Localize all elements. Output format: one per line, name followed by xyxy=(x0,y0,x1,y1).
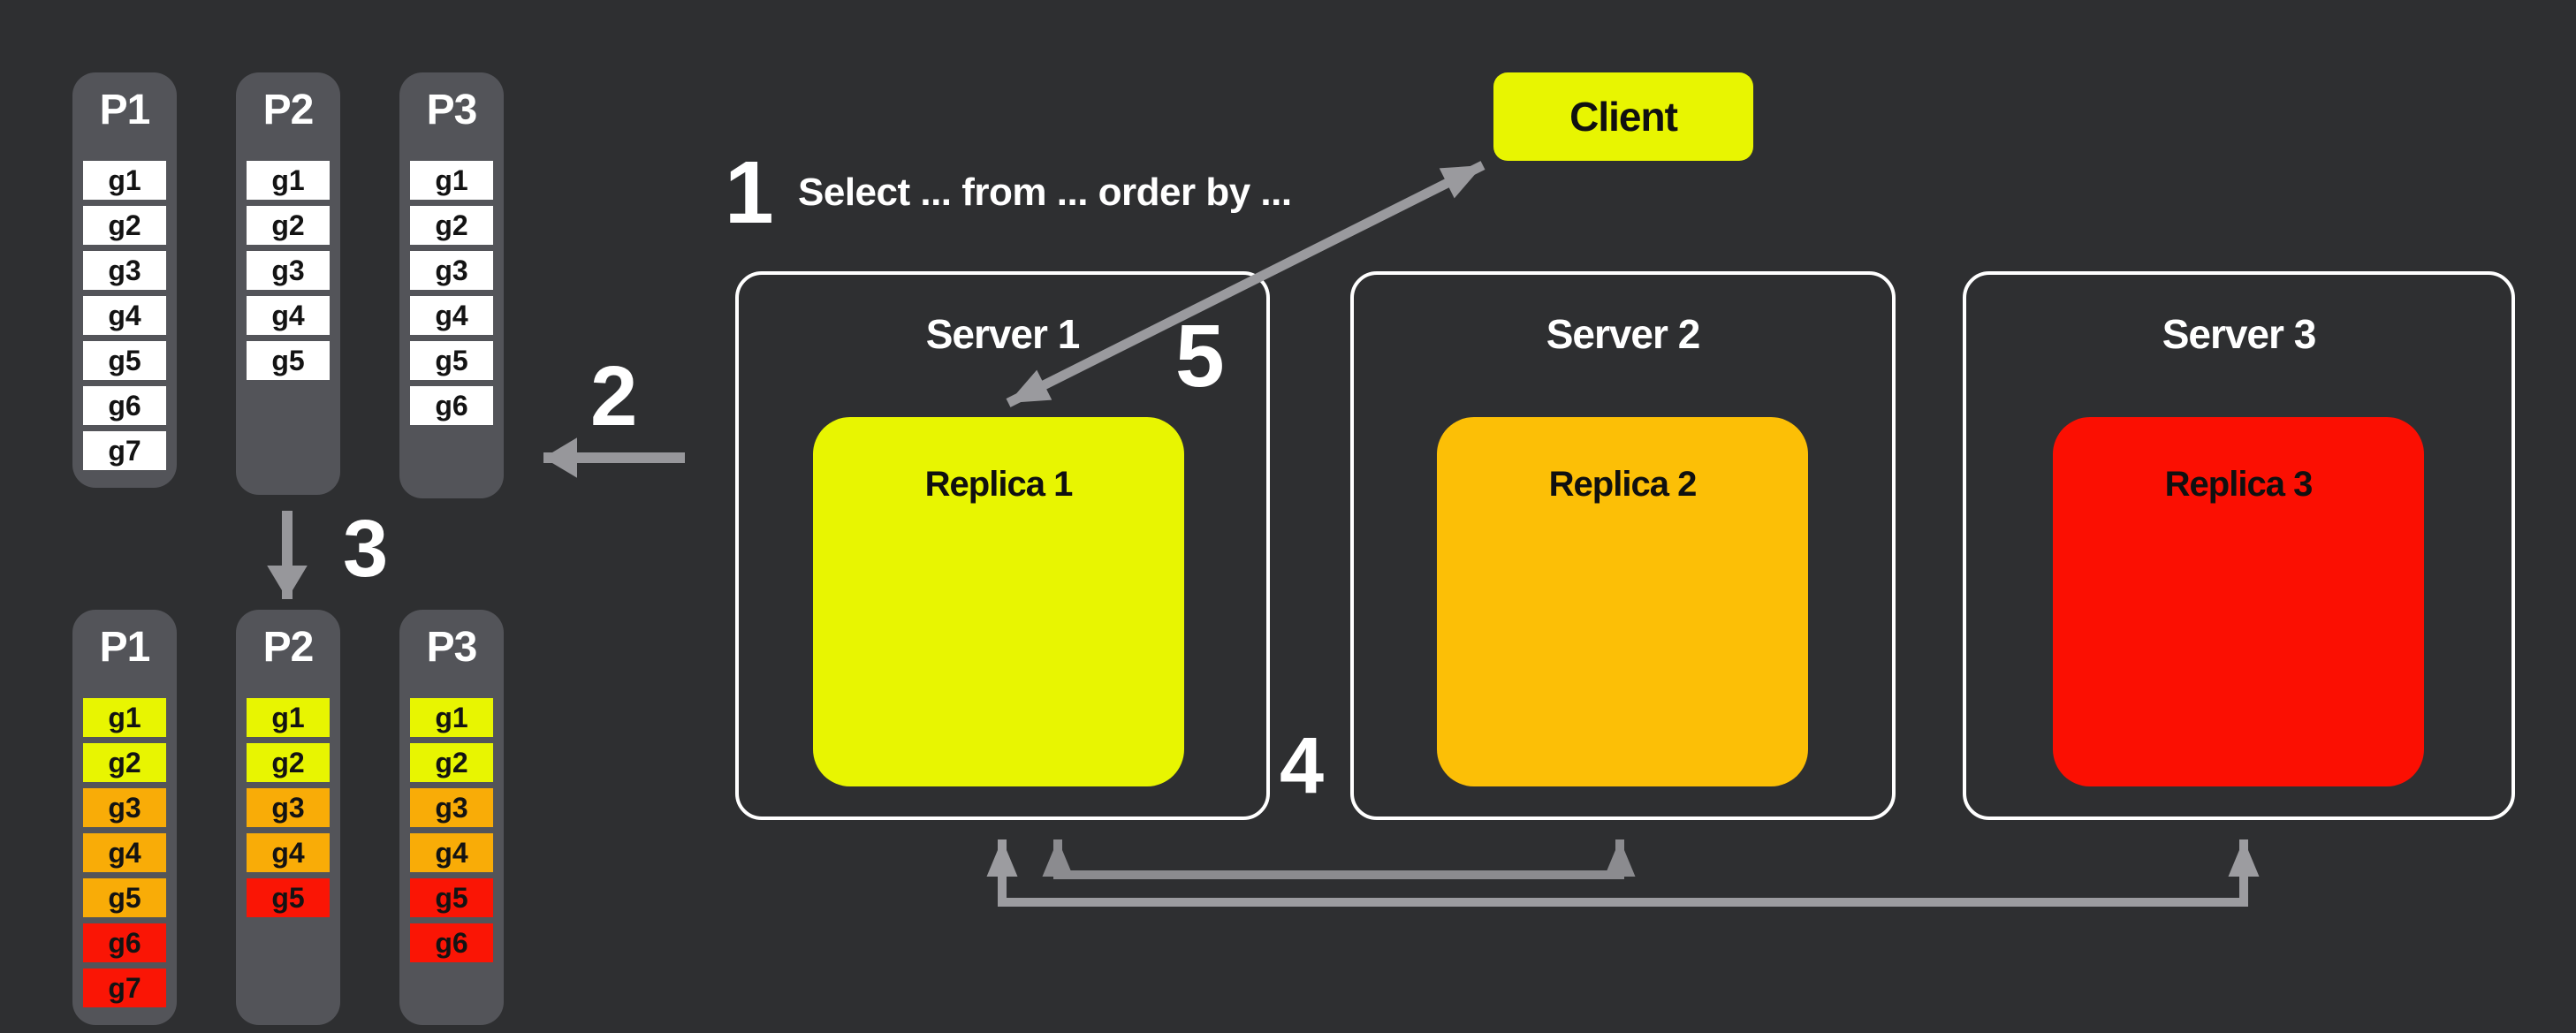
partition-item: g1 xyxy=(410,698,493,737)
partition-column-p1-top: P1 g1 g2 g3 g4 g5 g6 g7 xyxy=(72,72,177,488)
server-3-title: Server 3 xyxy=(2162,311,2317,357)
partition-item: g4 xyxy=(410,296,493,335)
partition-item: g1 xyxy=(83,161,166,200)
replica-3-title: Replica 3 xyxy=(2164,465,2314,504)
partition-item: g4 xyxy=(247,296,330,335)
partition-item: g5 xyxy=(247,878,330,917)
server-2-box: Server 2 Replica 2 xyxy=(1350,271,1896,820)
step-5-number: 5 xyxy=(1175,307,1225,406)
partition-item: g2 xyxy=(83,743,166,782)
replica-3-box: Replica 3 xyxy=(2053,417,2424,786)
partition-item: g5 xyxy=(410,878,493,917)
partition-item: g4 xyxy=(410,833,493,872)
partition-item: g7 xyxy=(83,431,166,470)
partition-item: g3 xyxy=(247,788,330,827)
partition-item: g6 xyxy=(83,386,166,425)
partition-title: P2 xyxy=(262,624,315,671)
partition-column-p3-top: P3 g1 g2 g3 g4 g5 g6 xyxy=(399,72,504,498)
partition-item: g5 xyxy=(410,341,493,380)
partition-title: P1 xyxy=(99,87,151,133)
partition-column-p2-bottom: P2 g1 g2 g3 g4 g5 xyxy=(236,610,340,1025)
partition-item: g3 xyxy=(247,251,330,290)
partition-item: g2 xyxy=(247,743,330,782)
partition-item: g3 xyxy=(83,788,166,827)
partition-item: g3 xyxy=(410,788,493,827)
step-2-number: 2 xyxy=(590,349,637,444)
partition-item: g2 xyxy=(247,206,330,245)
server3-server1-elbow-arrow xyxy=(986,839,2260,907)
partition-title: P3 xyxy=(426,87,478,133)
step-1-query-text: Select ... from ... order by ... xyxy=(798,171,1292,214)
server-3-box: Server 3 Replica 3 xyxy=(1963,271,2515,820)
partition-item: g6 xyxy=(410,923,493,962)
replica-1-box: Replica 1 xyxy=(813,417,1184,786)
partition-item: g5 xyxy=(83,878,166,917)
replica-2-box: Replica 2 xyxy=(1437,417,1808,786)
partition-item: g4 xyxy=(83,296,166,335)
partition-column-p1-bottom: P1 g1 g2 g3 g4 g5 g6 g7 xyxy=(72,610,177,1025)
partition-column-p3-bottom: P3 g1 g2 g3 g4 g5 g6 xyxy=(399,610,504,1025)
partition-item: g5 xyxy=(247,341,330,380)
partition-item: g6 xyxy=(83,923,166,962)
replica-1-title: Replica 1 xyxy=(924,465,1074,504)
server-2-title: Server 2 xyxy=(1546,311,1701,357)
partition-item: g1 xyxy=(410,161,493,200)
partition-item: g3 xyxy=(83,251,166,290)
client-box: Client xyxy=(1493,72,1753,161)
partition-item: g7 xyxy=(83,968,166,1007)
partition-item: g1 xyxy=(247,698,330,737)
partition-title: P2 xyxy=(262,87,315,133)
client-label: Client xyxy=(1569,94,1678,140)
partition-title: P3 xyxy=(426,624,478,671)
partition-item: g1 xyxy=(83,698,166,737)
partition-title: P1 xyxy=(99,624,151,671)
partition-item: g2 xyxy=(83,206,166,245)
step-4-number: 4 xyxy=(1280,722,1324,810)
partition-item: g6 xyxy=(410,386,493,425)
partition-item: g4 xyxy=(83,833,166,872)
partition-item: g5 xyxy=(83,341,166,380)
replica-2-title: Replica 2 xyxy=(1548,465,1698,504)
server-1-box: Server 1 Replica 1 xyxy=(735,271,1270,820)
server2-server1-elbow-arrow xyxy=(1042,839,1636,879)
partition-item: g2 xyxy=(410,743,493,782)
partition-item: g3 xyxy=(410,251,493,290)
partition-column-p2-top: P2 g1 g2 g3 g4 g5 xyxy=(236,72,340,495)
partition-item: g4 xyxy=(247,833,330,872)
partition-item: g2 xyxy=(410,206,493,245)
partition-item: g1 xyxy=(247,161,330,200)
step-3-number: 3 xyxy=(343,504,388,594)
step-1-number: 1 xyxy=(725,143,774,242)
